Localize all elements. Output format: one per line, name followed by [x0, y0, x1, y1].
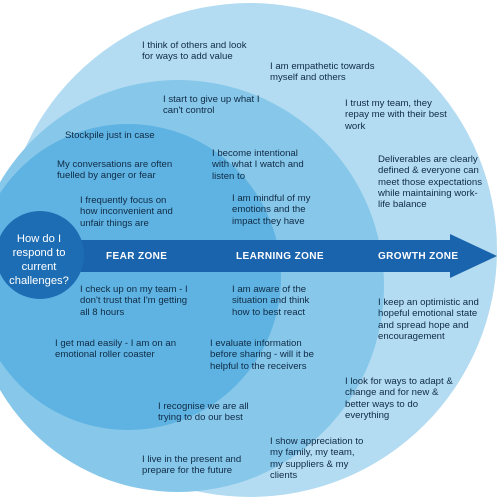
question-circle: [0, 211, 84, 299]
learning-item: I become intentional with what I watch a…: [212, 148, 304, 182]
learning-zone-label: LEARNING ZONE: [236, 251, 324, 262]
learning-item: I recognise we are all trying to do our …: [158, 401, 249, 424]
learning-item: I am mindful of my emotions and the impa…: [232, 193, 311, 227]
question-text: How do I respond to current challenges?: [9, 233, 69, 287]
fear-item: I check up on my team - I don't trust th…: [80, 284, 188, 318]
learning-item: I evaluate information before sharing - …: [210, 338, 314, 372]
growth-item: I live in the present and prepare for th…: [142, 454, 242, 477]
growth-item: I think of others and look for ways to a…: [142, 40, 247, 63]
fear-item: I get mad easily - I am on an emotional …: [55, 338, 177, 361]
fear-item: My conversations are often fuelled by an…: [57, 159, 173, 182]
zone-arrow: [70, 234, 497, 278]
growth-item: Deliverables are clearly defined & every…: [378, 154, 482, 211]
fear-zone-label: FEAR ZONE: [106, 251, 168, 262]
learning-item: I am aware of the situation and think ho…: [232, 284, 310, 318]
growth-item: I show appreciation to my family, my tea…: [270, 436, 364, 481]
growth-item: I look for ways to adapt & change and fo…: [345, 376, 453, 421]
learning-item: I start to give up what I can't control: [163, 94, 260, 117]
growth-item: I keep an optimistic and hopeful emotion…: [378, 297, 479, 342]
growth-item: I am empathetic towards myself and other…: [270, 61, 375, 84]
fear-zone-circle: [0, 124, 281, 430]
fear-item: Stockpile just in case: [65, 130, 155, 141]
fear-item: I frequently focus on how inconvenient a…: [80, 195, 173, 229]
growth-item: I trust my team, they repay me with thei…: [345, 98, 447, 132]
growth-zone-label: GROWTH ZONE: [378, 251, 459, 262]
